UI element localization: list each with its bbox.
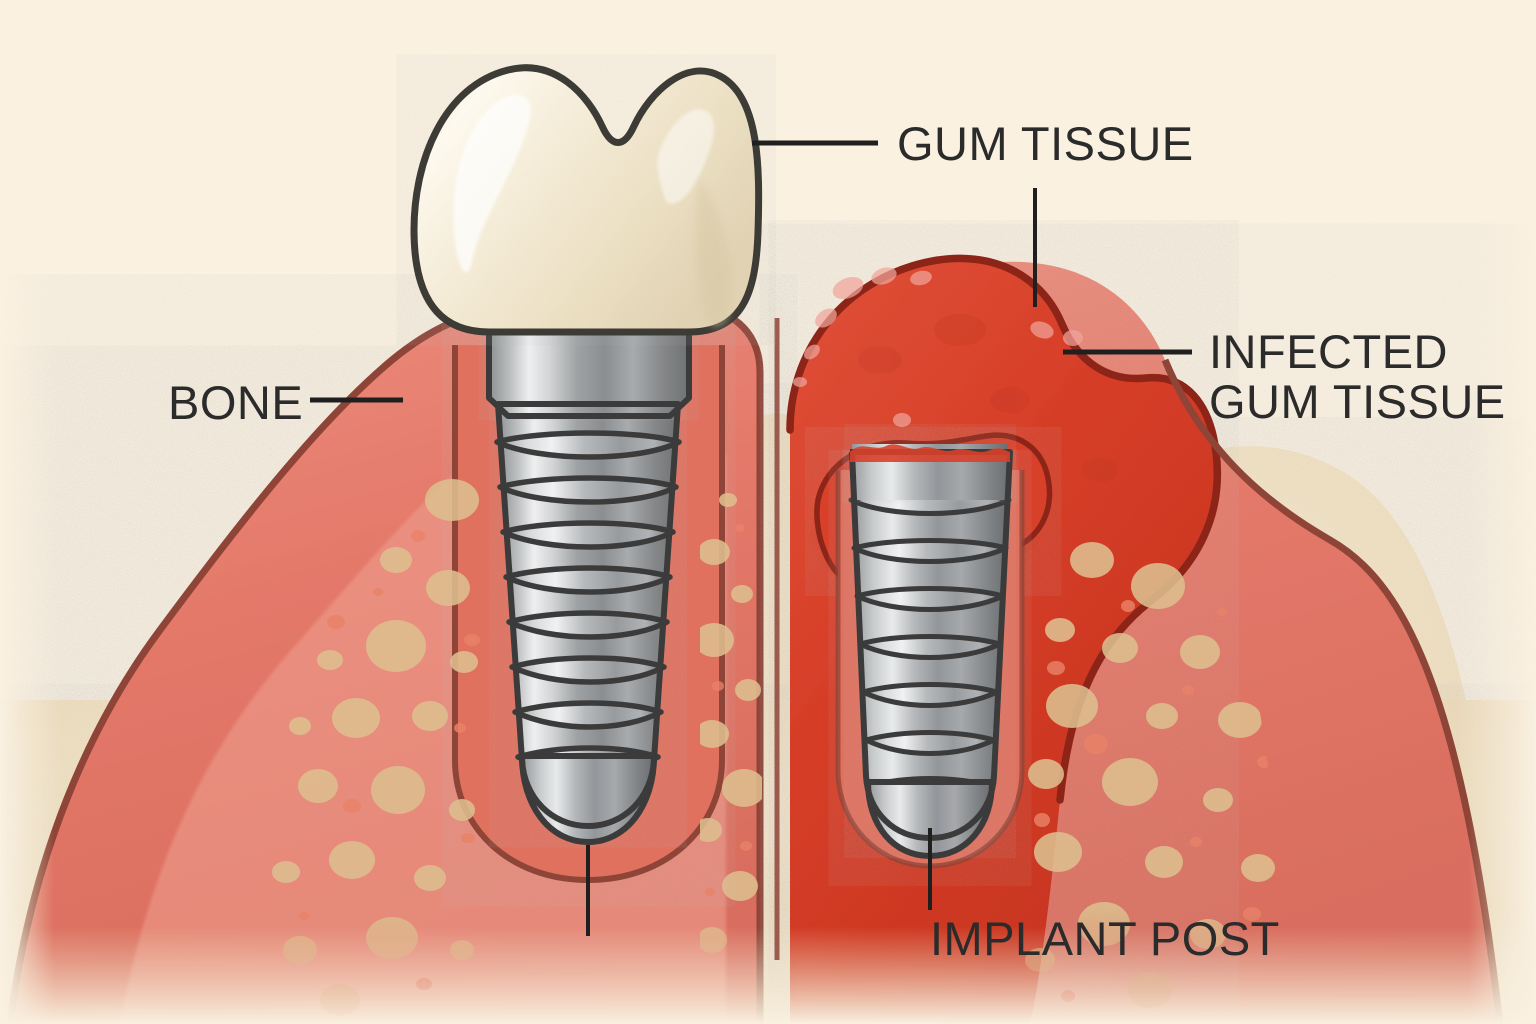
- crown-shade: [694, 180, 732, 328]
- label-infected-gum-tissue-line1: INFECTED: [1209, 325, 1448, 378]
- gum-right-base-outline: [1161, 358, 1504, 1024]
- leader-lines: [310, 140, 1192, 936]
- implant-threads-left: [494, 430, 682, 775]
- label-implant-post: IMPLANT POST: [930, 912, 1280, 965]
- bone-trabeculae: [272, 479, 1275, 1016]
- implant-screw-left-outline: [495, 401, 681, 829]
- infected-gum-outline: [786, 254, 1222, 804]
- label-infected-gum-tissue-line2: GUM TISSUE: [1209, 375, 1506, 428]
- infected-implant-group: [848, 444, 1013, 859]
- abutment-right: [850, 452, 1010, 500]
- crown-gloss-2: [657, 109, 714, 204]
- crown-gloss: [453, 94, 531, 273]
- label-bone: BONE: [168, 376, 303, 429]
- infected-gum-texture-dots: [858, 314, 1118, 482]
- implant-right-top-scallop: [850, 444, 1010, 462]
- healthy-implant-group: [410, 64, 763, 845]
- label-gum-tissue: GUM TISSUE: [897, 117, 1194, 170]
